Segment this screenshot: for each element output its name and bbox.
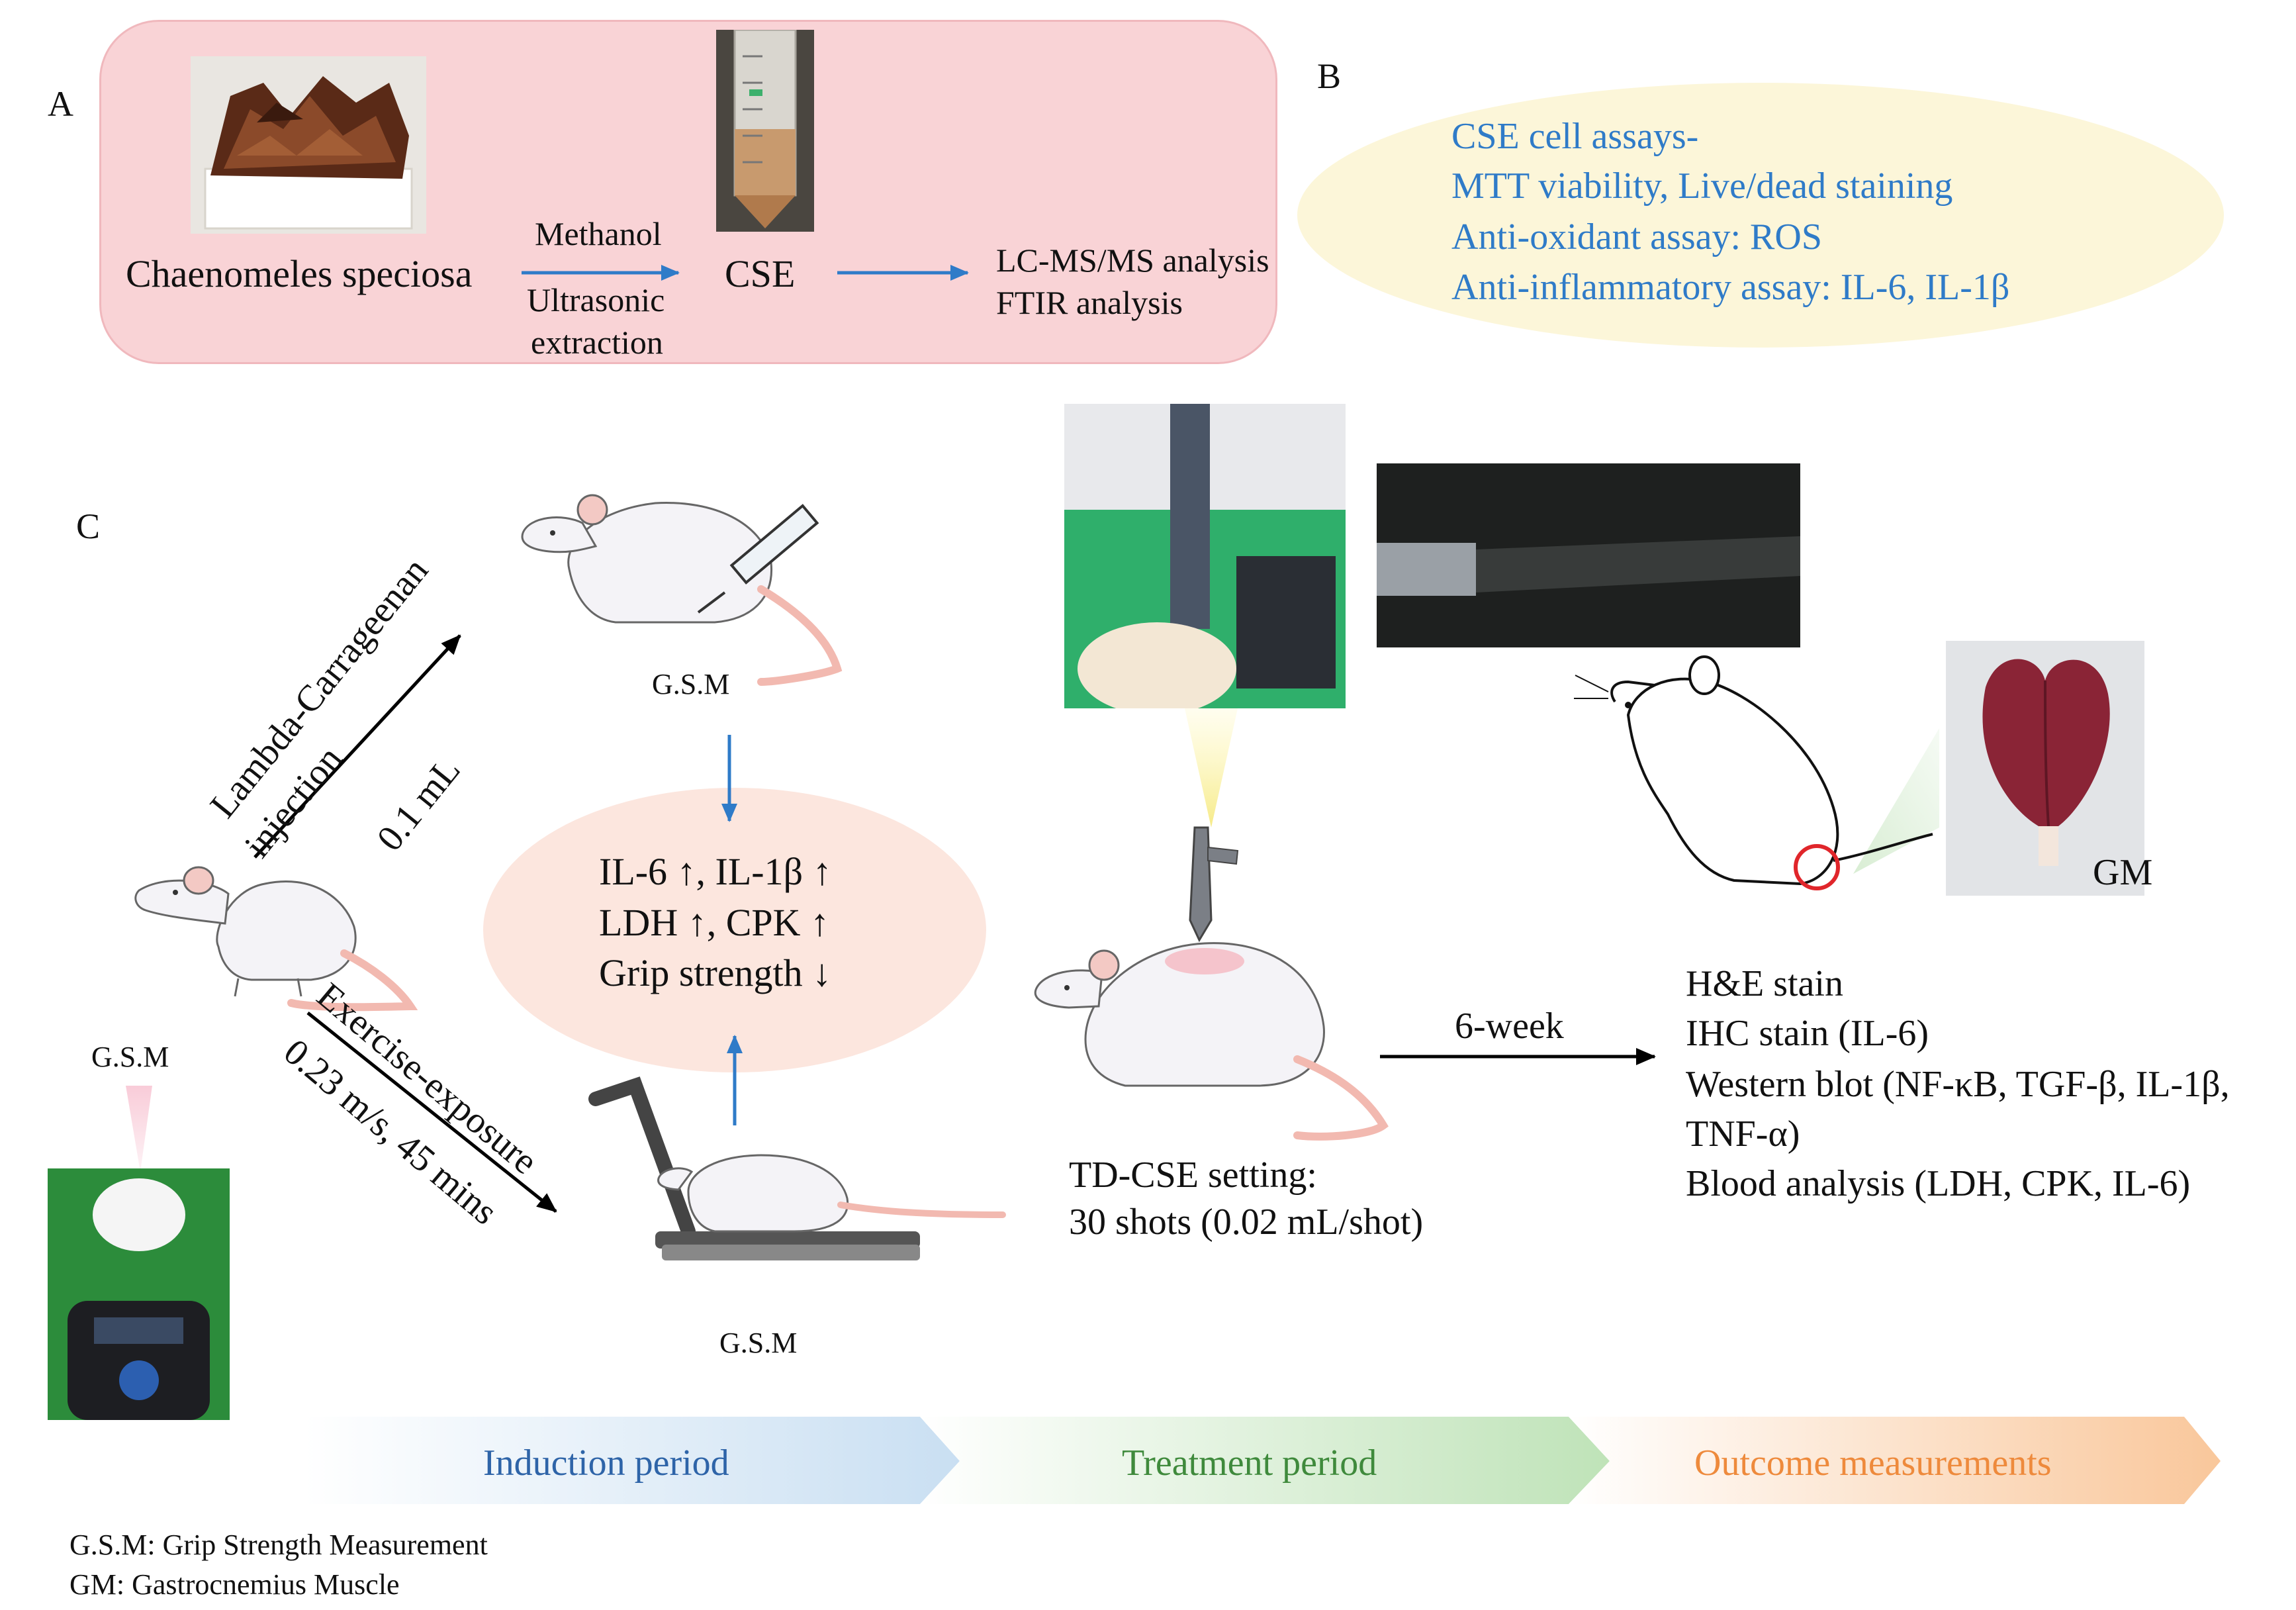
- spray-jet-photo: [1377, 463, 1800, 647]
- analysis-ftir-label: FTIR analysis: [996, 284, 1183, 321]
- panel-label-a: A: [48, 84, 73, 124]
- grip-meter-photo: [48, 1168, 230, 1420]
- footnote-gsm: G.S.M: Grip Strength Measurement: [69, 1529, 488, 1561]
- timeline-chevron-outcome: [1569, 1417, 2221, 1504]
- rat-left-illustration: [134, 866, 418, 1012]
- extract-cse-label: CSE: [725, 252, 796, 295]
- device-application-photo: [1064, 404, 1346, 708]
- injury-markers-ellipse: [483, 788, 986, 1072]
- chaenomeles-photo: [191, 56, 426, 234]
- rat-treatment-illustration: [1034, 826, 1389, 1141]
- marker-line-3: Grip strength ↓: [599, 951, 832, 994]
- duration-label: 6-week: [1455, 1006, 1564, 1047]
- solvent-label: Methanol: [535, 215, 662, 252]
- gsm-label-left: G.S.M: [91, 1041, 169, 1073]
- timeline-induction-label: Induction period: [483, 1443, 729, 1484]
- outcome-line-4: TNF-α): [1686, 1113, 1800, 1155]
- marker-line-1: IL-6 ↑, IL-1β ↑: [599, 850, 832, 893]
- arrow-injection: [253, 634, 461, 859]
- cell-assay-line-1: CSE cell assays-: [1451, 116, 1699, 157]
- source-plant-label: Chaenomeles speciosa: [126, 252, 473, 295]
- gsm-label-top: G.S.M: [652, 668, 730, 700]
- method-label-line2: extraction: [531, 324, 663, 361]
- rat-injection-illustration: [521, 494, 843, 686]
- gm-label: GM: [2093, 852, 2153, 893]
- marker-line-2: LDH ↑, CPK ↑: [599, 901, 830, 944]
- timeline-treatment-label: Treatment period: [1122, 1443, 1377, 1484]
- cell-assay-line-2: MTT viability, Live/dead staining: [1451, 166, 1953, 207]
- treatment-setting-line1: TD-CSE setting:: [1069, 1155, 1317, 1196]
- rat-outline-illustration: [1574, 655, 1933, 890]
- treatment-setting-line2: 30 shots (0.02 mL/shot): [1069, 1202, 1424, 1243]
- panel-label-c: C: [76, 506, 101, 546]
- treadmill-illustration: [588, 1076, 1006, 1260]
- panel-b-cell-assays-ellipse: [1297, 83, 2224, 348]
- outcome-line-5: Blood analysis (LDH, CPK, IL-6): [1686, 1163, 2191, 1204]
- outcome-line-2: IHC stain (IL-6): [1686, 1013, 1929, 1054]
- cse-tube-photo: [716, 30, 814, 232]
- cell-assay-line-4: Anti-inflammatory assay: IL-6, IL-1β: [1451, 267, 2010, 308]
- footnote-gm: GM: Gastrocnemius Muscle: [69, 1568, 400, 1601]
- outcome-line-3: Western blot (NF-κB, TGF-β, IL-1β,: [1686, 1064, 2230, 1105]
- gsm-label-bottom: G.S.M: [719, 1327, 798, 1359]
- method-label-line1: Ultrasonic: [527, 281, 665, 318]
- arrow-exercise: [306, 1012, 557, 1213]
- timeline-chevron-induction: [304, 1417, 960, 1504]
- outcome-line-1: H&E stain: [1686, 963, 1843, 1004]
- timeline-outcome-label: Outcome measurements: [1694, 1443, 2052, 1484]
- gastrocnemius-photo: [1946, 641, 2144, 896]
- timeline-chevron-treatment: [920, 1417, 1610, 1504]
- analysis-lcms-label: LC-MS/MS analysis: [996, 242, 1269, 279]
- cell-assay-line-3: Anti-oxidant assay: ROS: [1451, 216, 1822, 258]
- panel-label-b: B: [1317, 56, 1342, 96]
